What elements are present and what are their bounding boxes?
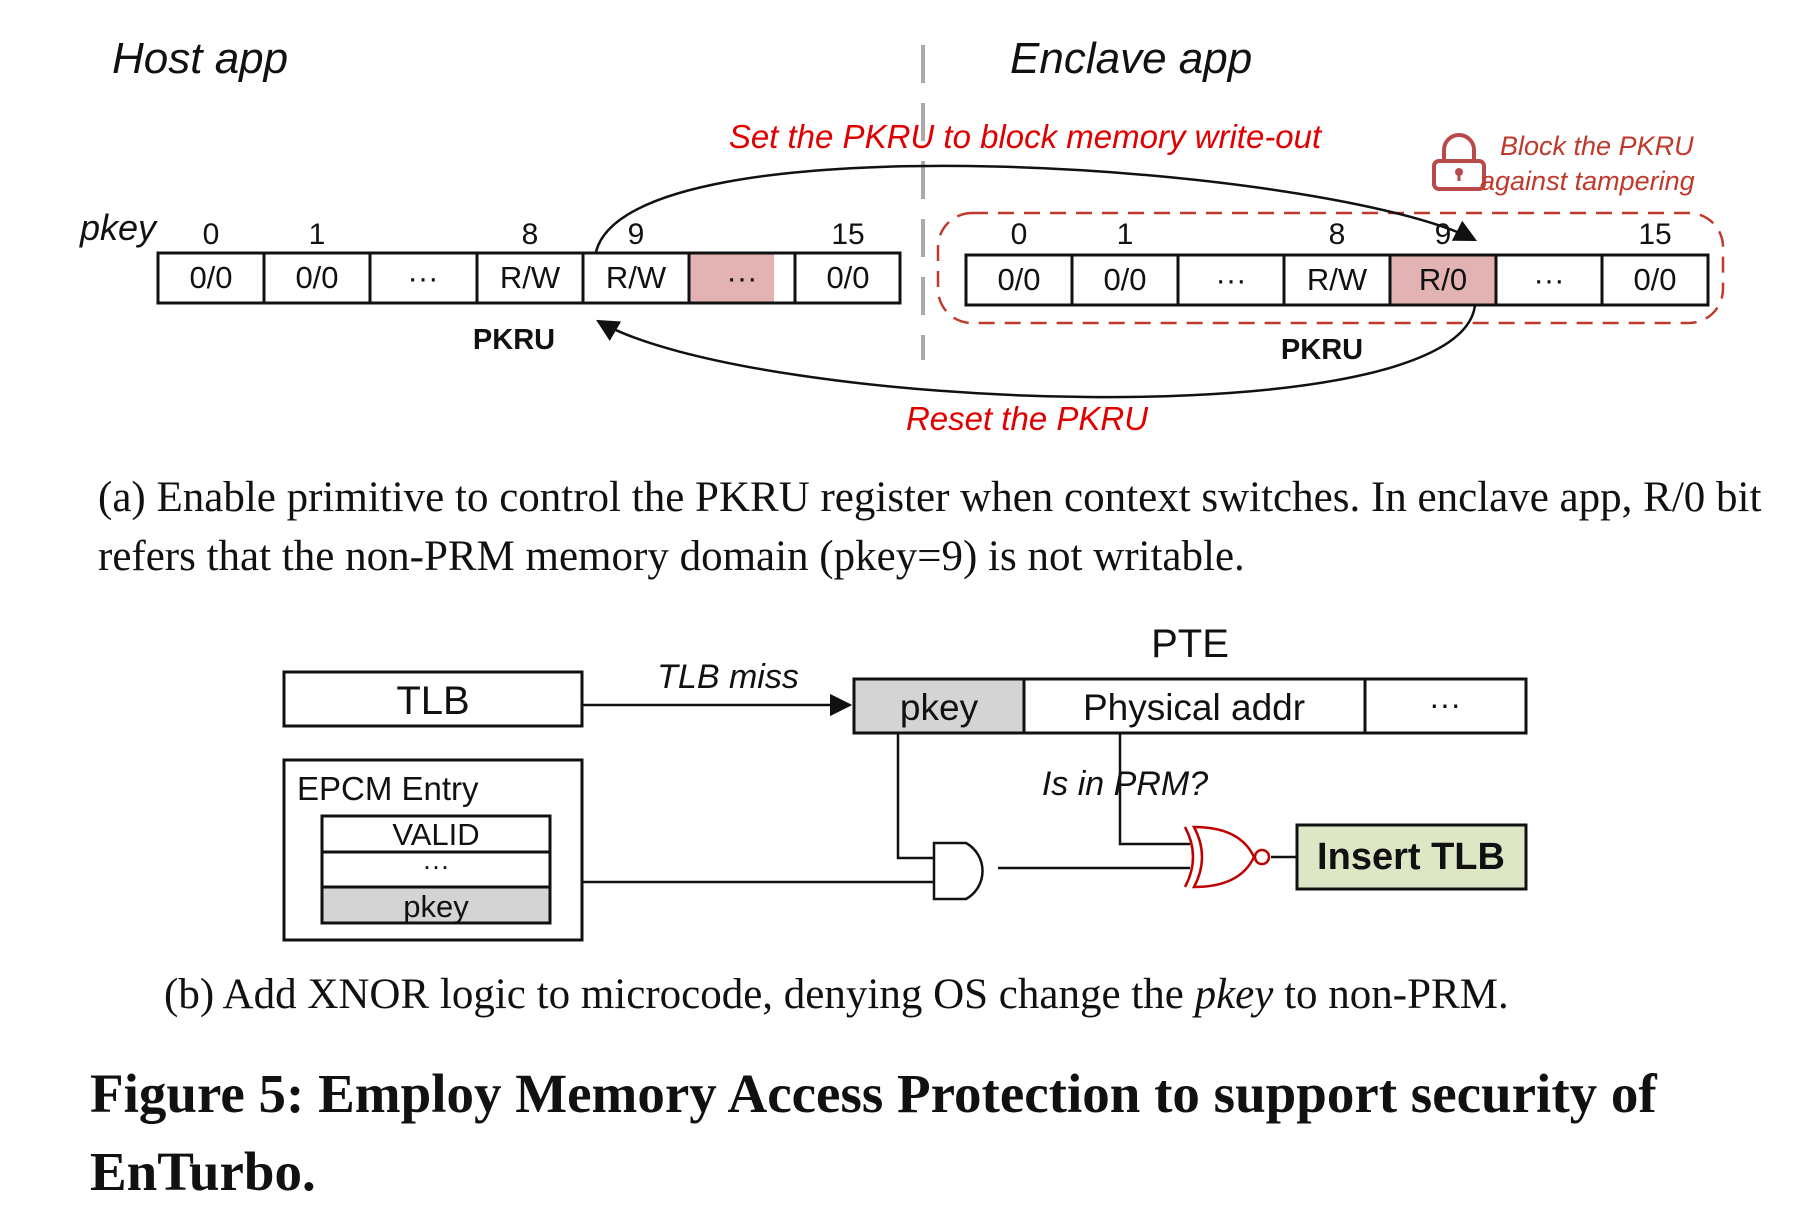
caption-a: (a) Enable primitive to control the PKRU… [98,474,1762,580]
pkru-label-enclave: PKRU [1281,334,1363,366]
tlb-miss-label: TLB miss [657,658,799,696]
reset-pkru-label: Reset the PKRU [906,400,1148,437]
pte-title: PTE [1151,622,1229,666]
highlight-cell [1390,255,1496,305]
caption-b-suffix: to non-PRM. [1273,971,1509,1018]
pkey-label: pkey [79,207,158,248]
set-pkru-label: Set the PKRU to block memory write-out [729,118,1323,155]
enclave-index-6: 15 [1638,218,1671,251]
caption-b-emphasis: pkey [1194,971,1274,1018]
insert-tlb-box [1295,823,1528,891]
reset-pkru-arrow [596,304,1477,399]
epcm-pkey-field: pkey [403,889,469,924]
set-pkru-arrow [594,164,1478,253]
enclave-cell-6: 0/0 [1633,262,1676,297]
insert-tlb-label: Insert TLB [1317,836,1505,878]
enclave-cell-5: ··· [1534,262,1565,297]
host-index-1: 1 [309,218,326,251]
host-cell-5: ··· [727,260,758,295]
pte-entry: pkey Physical addr ··· [852,677,1528,735]
enclave-cell-4: R/0 [1419,262,1467,297]
epcm-valid-field: VALID [392,817,479,852]
epcm-title: EPCM Entry [297,770,479,807]
host-cell-1: 0/0 [295,260,338,295]
tlb-box [282,670,584,728]
enclave-cell-3: R/W [1307,262,1368,297]
block-pkru-label-2: against tampering [1480,166,1695,196]
enclave-app-title: Enclave app [1010,34,1252,83]
logic-wires [582,733,1297,884]
pte-physical-addr-label: Physical addr [1083,687,1305,728]
host-index-0: 0 [203,218,220,251]
enclave-pkru-register: 0/0 0/0 ··· R/W R/0 ··· 0/0 0 1 8 9 15 P… [964,218,1710,366]
caption-b: (b) Add XNOR logic to microcode, denying… [164,968,1784,1022]
host-app-title: Host app [112,34,288,83]
host-index-3: 8 [522,218,539,251]
block-pkru-label-1: Block the PKRU [1500,131,1694,161]
lock-icon [1432,133,1486,191]
host-cell-3: R/W [500,260,561,295]
enclave-cell-1: 0/0 [1103,262,1146,297]
host-index-6: 15 [831,218,864,251]
enclave-index-4: 9 [1435,218,1452,251]
pte-pkey-label: pkey [900,687,979,728]
enclave-cell-2: ··· [1216,262,1247,297]
host-pkru-register: 0/0 0/0 ··· R/W R/W ··· 0/0 0 1 8 9 15 P… [156,218,902,356]
caption-b-prefix: (b) Add XNOR logic to microcode, denying… [164,971,1195,1018]
host-cell-6: 0/0 [826,260,869,295]
host-cell-0: 0/0 [189,260,232,295]
tlb-label: TLB [396,679,469,723]
highlight-cell [690,253,774,303]
and-gate [932,841,984,901]
enclave-index-0: 0 [1011,218,1028,251]
host-cell-2: ··· [408,260,439,295]
enclave-index-1: 1 [1117,218,1134,251]
host-cell-4: R/W [606,260,667,295]
is-in-prm-label: Is in PRM? [1042,765,1208,803]
epcm-ellipsis-field: ··· [423,851,450,881]
enclave-cell-0: 0/0 [997,262,1040,297]
enclave-index-3: 8 [1329,218,1346,251]
pte-ellipsis: ··· [1429,686,1461,722]
host-index-4: 9 [628,218,645,251]
pkru-label-host: PKRU [473,324,555,356]
figure-title: Figure 5: Employ Memory Access Protectio… [90,1063,1657,1202]
pte-pkey-cell [854,679,1024,733]
epcm-fields: VALID ··· pkey [320,814,552,925]
protection-boundary [936,211,1725,325]
xnor-gate [1183,825,1271,889]
